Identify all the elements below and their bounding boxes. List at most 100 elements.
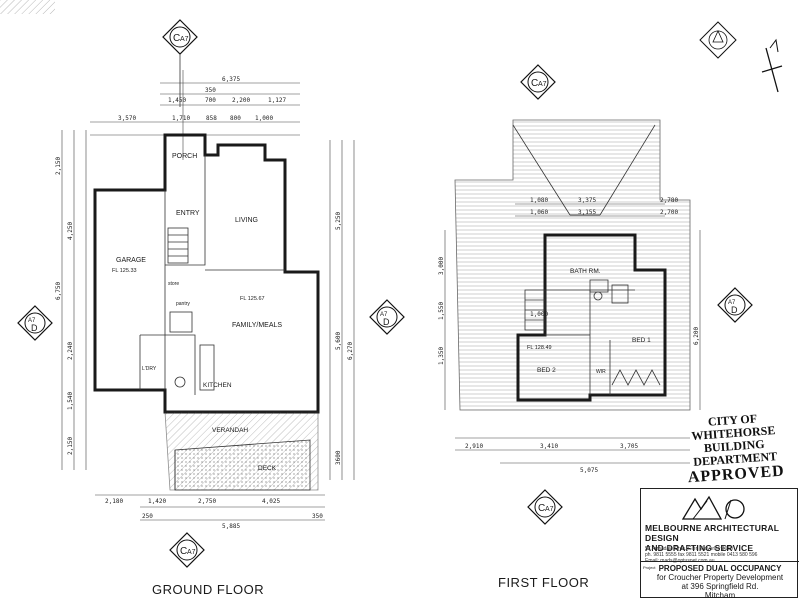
dim-text: 3,410 xyxy=(540,443,558,450)
section-marker-c-top-first: C A7 xyxy=(520,64,556,100)
north-compass-sketch-icon xyxy=(761,38,783,93)
dim-text: 2,910 xyxy=(465,443,483,450)
section-marker-d-center: A7 D xyxy=(369,299,405,335)
dim-text: 3600 xyxy=(335,450,342,465)
dim-text: 2,200 xyxy=(232,97,250,104)
room-label-wir: WIR xyxy=(596,369,606,375)
svg-text:A7: A7 xyxy=(28,318,36,324)
room-label-pantry: pantry xyxy=(176,301,190,307)
scan-artifact xyxy=(0,0,55,14)
room-label-family-meals: FAMILY/MEALS xyxy=(232,322,282,329)
dim-text: 800 xyxy=(230,115,241,122)
svg-text:D: D xyxy=(731,305,738,315)
dim-text: 5,600 xyxy=(335,332,342,350)
dim-text: 1,350 xyxy=(438,347,445,365)
ground-outer-wall xyxy=(93,133,320,414)
dim-text: 1,710 xyxy=(172,115,190,122)
svg-text:C: C xyxy=(538,503,545,514)
room-label-deck: DECK xyxy=(258,465,277,472)
dim-text: 2,240 xyxy=(67,342,74,360)
dim-text: 4,025 xyxy=(262,498,280,505)
room-label-entry: ENTRY xyxy=(176,210,200,217)
svg-text:C: C xyxy=(180,546,187,557)
dim-text: 6,375 xyxy=(222,76,240,83)
ground-dims-top: 6,375 350 1,450 700 2,200 1,127 1,710 85… xyxy=(90,70,300,160)
section-marker-d-left: A7 D xyxy=(17,305,53,341)
dim-text: 3,705 xyxy=(620,443,638,450)
dim-text: 2,700 xyxy=(660,209,678,216)
dim-text: 2,780 xyxy=(660,197,678,204)
dim-text: 2,150 xyxy=(67,437,74,455)
first-floor-caption: FIRST FLOOR xyxy=(498,575,589,590)
dim-text: 250 xyxy=(142,513,153,520)
dim-text: 2,750 xyxy=(198,498,216,505)
first-dims: 3,375 3,155 2,780 2,700 1,080 1,060 1,00… xyxy=(438,197,701,474)
dim-text: 350 xyxy=(312,513,323,520)
dim-text: 1,060 xyxy=(530,209,548,216)
project-details: Project PROPOSED DUAL OCCUPANCY for Crou… xyxy=(641,561,799,600)
dim-text: 1,450 xyxy=(168,97,186,104)
svg-text:A7: A7 xyxy=(538,81,547,88)
dim-text: 1,420 xyxy=(148,498,166,505)
room-label-bed1: BED 1 xyxy=(632,337,651,344)
first-floor-plan: 3,375 3,155 2,780 2,700 1,080 1,060 1,00… xyxy=(438,119,701,590)
room-label-garage: GARAGE xyxy=(116,257,146,264)
dim-text: 5,885 xyxy=(222,523,240,530)
ground-floor-plan: 6,375 350 1,450 700 2,200 1,127 1,710 85… xyxy=(55,70,355,597)
svg-text:A7: A7 xyxy=(180,36,189,43)
level-first: FL 128.49 xyxy=(527,345,552,351)
title-block: MELBOURNE ARCHITECTURAL DESIGN AND DRAFT… xyxy=(640,488,799,600)
dim-text: 4,250 xyxy=(67,222,74,240)
dim-text: 1,540 xyxy=(67,392,74,410)
dim-text: 5,075 xyxy=(580,467,598,474)
dim-text: 1,080 xyxy=(530,197,548,204)
section-marker-c-top-ground: C A7 xyxy=(162,19,198,107)
north-arrow-icon xyxy=(699,21,737,59)
dim-text: 1,550 xyxy=(438,302,445,320)
svg-text:C: C xyxy=(531,78,538,89)
dim-text: 2,150 xyxy=(55,157,62,175)
level-garage: FL 125.33 xyxy=(112,268,137,274)
ground-dims-right: 5,250 5,600 6,270 3600 xyxy=(329,140,355,480)
section-marker-d-right: A7 D xyxy=(717,287,753,323)
room-label-kitchen: KITCHEN xyxy=(203,382,232,389)
dim-text: 350 xyxy=(205,87,216,94)
ground-dims-left: 2,150 4,250 6,750 2,240 1,540 2,150 xyxy=(55,130,87,470)
svg-text:A7: A7 xyxy=(728,300,736,306)
dim-text: 5,250 xyxy=(335,212,342,230)
ground-floor-caption: GROUND FLOOR xyxy=(152,582,264,597)
dim-text: 1,000 xyxy=(530,311,548,318)
svg-text:A7: A7 xyxy=(187,549,196,556)
approval-stamp: CITY OF WHITEHORSE BUILDING DEPARTMENT A… xyxy=(670,410,800,489)
dim-text: 3,155 xyxy=(578,209,596,216)
dim-text: 3,000 xyxy=(438,257,445,275)
section-marker-c-bottom-first: C A7 xyxy=(527,489,563,525)
dim-text: 6,270 xyxy=(347,342,354,360)
svg-text:D: D xyxy=(31,323,38,333)
ground-dims-bottom: 2,180 1,420 2,750 4,025 250 5,885 350 xyxy=(95,494,325,530)
dim-text: 3,570 xyxy=(118,115,136,122)
stairs-symbol xyxy=(167,227,189,264)
room-label-verandah: VERANDAH xyxy=(212,427,248,434)
section-marker-c-bottom-ground: C A7 xyxy=(169,532,205,568)
dim-text: 2,180 xyxy=(105,498,123,505)
dim-text: 1,127 xyxy=(268,97,286,104)
svg-text:A7: A7 xyxy=(380,312,388,318)
svg-text:C: C xyxy=(173,33,180,44)
svg-text:D: D xyxy=(383,317,390,327)
dim-text: 6,750 xyxy=(55,282,62,300)
level-family: FL 125.67 xyxy=(240,296,265,302)
dim-text: 858 xyxy=(206,115,217,122)
room-label-bath: BATH RM. xyxy=(570,268,601,275)
room-label-laundry: L'DRY xyxy=(142,366,157,372)
roof-outline xyxy=(454,119,691,411)
dim-text: 3,375 xyxy=(578,197,596,204)
dim-text: 1,000 xyxy=(255,115,273,122)
room-label-store: store xyxy=(168,281,179,287)
room-label-porch: PORCH xyxy=(172,153,197,160)
room-label-bed2: BED 2 xyxy=(537,367,556,374)
svg-text:A7: A7 xyxy=(545,506,554,513)
firm-logo-icon xyxy=(681,495,745,520)
dim-text: 6,200 xyxy=(693,327,700,345)
